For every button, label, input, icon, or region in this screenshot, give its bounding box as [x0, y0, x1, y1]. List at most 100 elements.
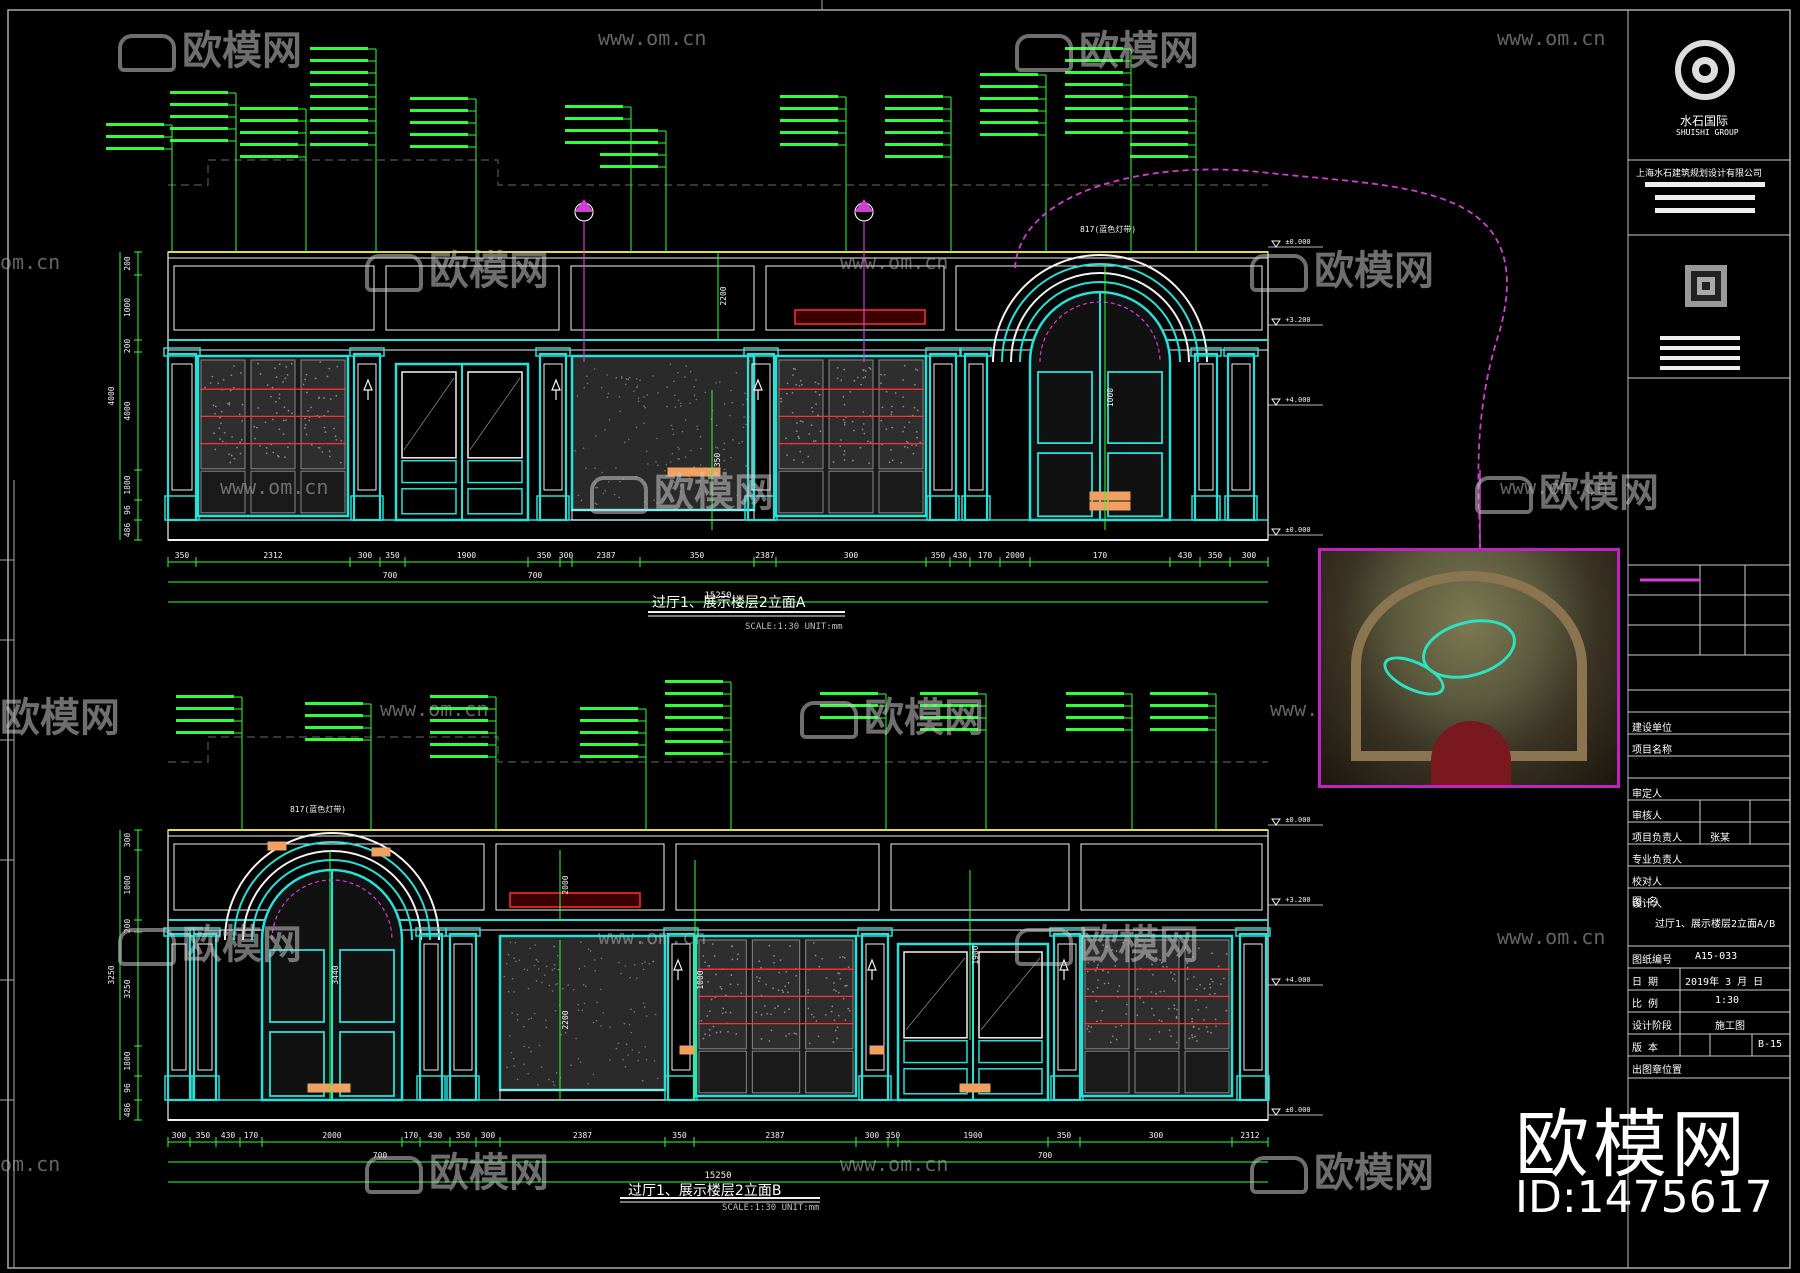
cabinet-texture: [819, 430, 821, 432]
cabinet-texture: [915, 445, 917, 447]
callout-label-bar: [240, 107, 298, 110]
cabinet-texture: [267, 384, 269, 386]
callout-label-bar: [780, 143, 838, 146]
cabinet-texture: [868, 367, 870, 369]
cabinet-texture: [284, 377, 286, 379]
title-block-row-label: 审核人: [1632, 807, 1662, 822]
stone-speckle: [670, 461, 672, 463]
cabinet-texture: [1170, 972, 1172, 974]
stone-speckle: [607, 397, 609, 399]
stone-speckle: [552, 990, 554, 992]
cabinet-texture: [1205, 1007, 1207, 1009]
cabinet-texture: [214, 449, 216, 451]
pilaster-base: [665, 1076, 697, 1100]
cabinet-texture: [760, 967, 762, 969]
material-tag: [268, 842, 286, 850]
elevation-b[interactable]: 300100020032501800964863250±0.000+3.200+…: [107, 680, 1323, 1202]
cabinet-texture: [272, 452, 274, 454]
callout-label-bar: [580, 755, 638, 758]
callout-label-bar: [430, 755, 488, 758]
cabinet-texture: [816, 1020, 818, 1022]
cabinet-texture: [241, 420, 243, 422]
cabinet-texture: [761, 1014, 763, 1016]
stone-speckle: [594, 467, 596, 469]
door-low-panel: [904, 1069, 967, 1094]
cabinet-texture: [792, 392, 794, 394]
cabinet-texture: [845, 1019, 847, 1021]
stone-speckle: [618, 1042, 620, 1044]
cabinet-texture: [328, 368, 330, 370]
cabinet-texture: [908, 421, 910, 423]
cabinet-texture: [815, 391, 817, 393]
stone-speckle: [595, 483, 597, 485]
cabinet-texture: [808, 1008, 810, 1010]
stone-base: [572, 510, 754, 520]
stone-speckle: [745, 465, 747, 467]
elevation-a[interactable]: 200100020040001800964864000±0.000+3.200+…: [106, 47, 1323, 616]
cabinet-texture: [788, 1033, 790, 1035]
stone-speckle: [631, 1032, 633, 1034]
stone-speckle: [503, 976, 505, 978]
stone-speckle: [631, 1049, 633, 1051]
callout-label-bar: [1150, 728, 1208, 731]
callout-label-bar: [920, 728, 978, 731]
cabinet-texture: [911, 444, 913, 446]
callout-label-bar: [240, 131, 298, 134]
dimension-text: 350: [385, 551, 400, 560]
cabinet-texture: [1198, 1009, 1200, 1011]
stone-speckle: [704, 392, 706, 394]
stone-speckle: [646, 1059, 648, 1061]
cabinet-texture: [1136, 1014, 1138, 1016]
cabinet-texture: [213, 432, 215, 434]
material-tag: [1090, 502, 1130, 510]
cabinet-texture: [1225, 1010, 1227, 1012]
cabinet-texture: [285, 366, 287, 368]
pilaster-base: [859, 1076, 891, 1100]
stone-speckle: [620, 973, 622, 975]
callout-label-bar: [310, 143, 368, 146]
dimension-text: 350: [537, 551, 552, 560]
pilaster: [194, 934, 216, 1100]
stone-speckle: [517, 1019, 519, 1021]
stone-speckle: [666, 386, 668, 388]
stone-speckle: [671, 425, 673, 427]
ceiling-outline-dashed: [168, 160, 1268, 185]
cabinet-texture: [1137, 988, 1139, 990]
cabinet-texture: [1139, 997, 1141, 999]
stone-speckle: [736, 372, 738, 374]
number-value: A15-033: [1695, 951, 1737, 962]
cabinet-texture: [917, 369, 919, 371]
cabinet-texture: [239, 414, 241, 416]
footer-label: 出图章位置: [1632, 1061, 1682, 1076]
dimension-text: 350: [690, 551, 705, 560]
stone-speckle: [630, 1008, 632, 1010]
cabinet-texture: [242, 404, 244, 406]
title-block-row-label: 专业负责人: [1632, 851, 1682, 866]
stone-speckle: [744, 392, 746, 394]
cabinet-texture: [1146, 956, 1148, 958]
cabinet-texture: [863, 423, 865, 425]
callout-label-bar: [310, 47, 368, 50]
cabinet-texture: [772, 987, 774, 989]
stone-speckle: [643, 1002, 645, 1004]
stone-speckle: [646, 1015, 648, 1017]
arch-label-text: 817(蓝色灯带): [290, 804, 346, 814]
stone-speckle: [506, 963, 508, 965]
cabinet-texture: [1209, 993, 1211, 995]
watermark-url: www.om.cn: [840, 1152, 948, 1176]
cabinet-texture: [1192, 1037, 1194, 1039]
wall-sconce-icon: [674, 960, 682, 970]
cabinet-texture: [702, 955, 704, 957]
cabinet-texture: [291, 363, 293, 365]
dimension-text: 96: [123, 505, 132, 515]
cabinet-texture: [1118, 985, 1120, 987]
stone-speckle: [644, 961, 646, 963]
stone-speckle: [606, 374, 608, 376]
dimension-text: 1000: [123, 875, 132, 894]
dimension-text: 300: [865, 1131, 880, 1140]
cabinet-glass: [806, 940, 853, 1049]
cabinet-texture: [846, 985, 848, 987]
cabinet-texture: [857, 377, 859, 379]
stone-speckle: [600, 1025, 602, 1027]
stone-speckle: [675, 406, 677, 408]
